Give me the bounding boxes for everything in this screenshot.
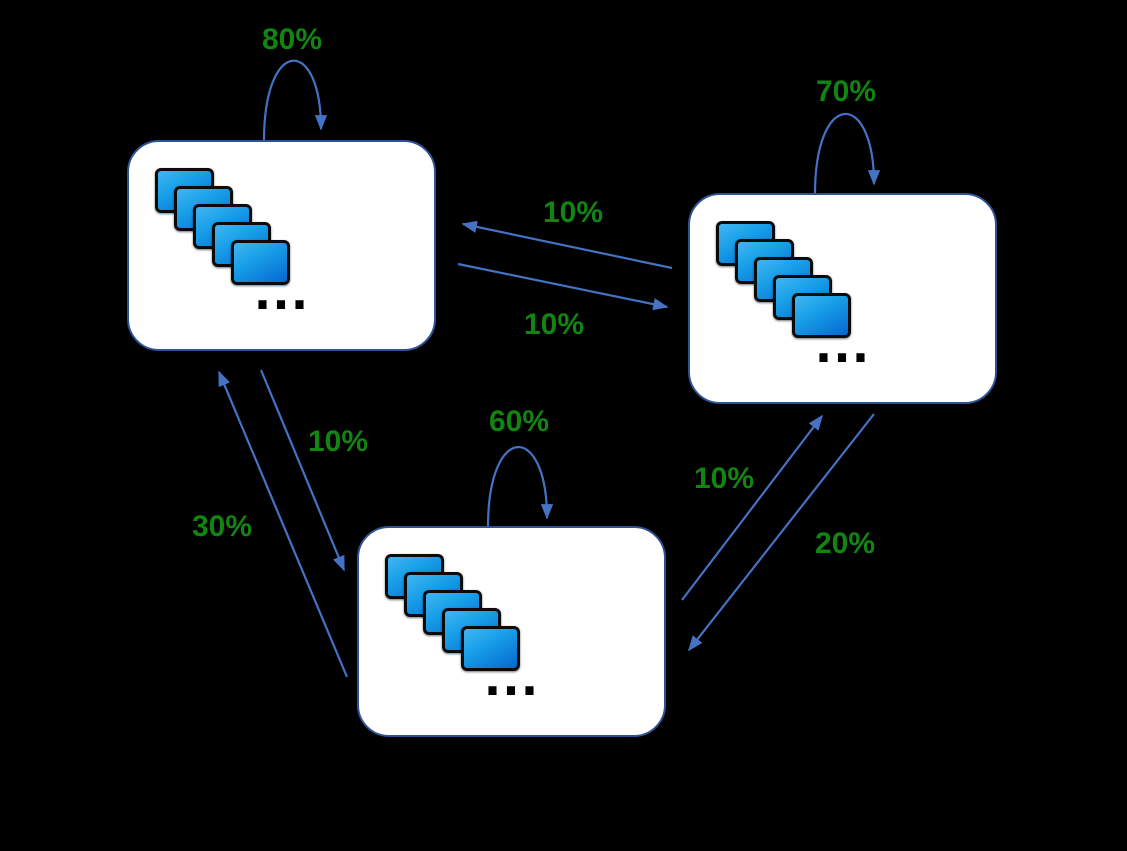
ellipsis-label: ... [814, 319, 871, 373]
state-node-1: ... [127, 140, 436, 351]
transition-label-state2-self: 70% [816, 75, 877, 108]
transition-label-state1-to-state2: 10% [524, 308, 585, 341]
transition-label-state1-self: 80% [262, 23, 323, 56]
transition-label-state3-to-state2: 10% [694, 462, 755, 495]
ellipsis-label: ... [253, 266, 310, 320]
ellipsis-label: ... [483, 652, 540, 706]
self-loop-arrow-state-1 [262, 59, 328, 142]
arrow-state-1-to-state-2 [457, 262, 669, 311]
arrow-state-1-to-state-3 [259, 369, 346, 572]
state-node-2: ... [688, 193, 997, 404]
window-card-icon [792, 293, 851, 338]
transition-label-state2-to-state3: 20% [815, 527, 876, 560]
transition-label-state1-to-state3: 10% [308, 425, 369, 458]
window-stack-icon [716, 221, 866, 351]
self-loop-arrow-state-3 [486, 446, 554, 528]
window-stack-icon [385, 554, 535, 684]
self-loop-arrow-state-2 [813, 112, 881, 195]
window-stack-icon [155, 168, 305, 298]
state-node-3: ... [357, 526, 666, 737]
window-card-icon [231, 240, 290, 285]
arrow-state-2-to-state-1 [461, 220, 673, 270]
arrow-state-3-to-state-1 [217, 370, 349, 678]
transition-label-state3-to-state1: 30% [192, 510, 253, 543]
transition-label-state3-self: 60% [489, 405, 550, 438]
window-card-icon [461, 626, 520, 671]
arrow-state-2-to-state-3 [688, 413, 875, 652]
transition-label-state2-to-state1: 10% [543, 196, 604, 229]
arrow-state-3-to-state-2 [681, 414, 823, 601]
